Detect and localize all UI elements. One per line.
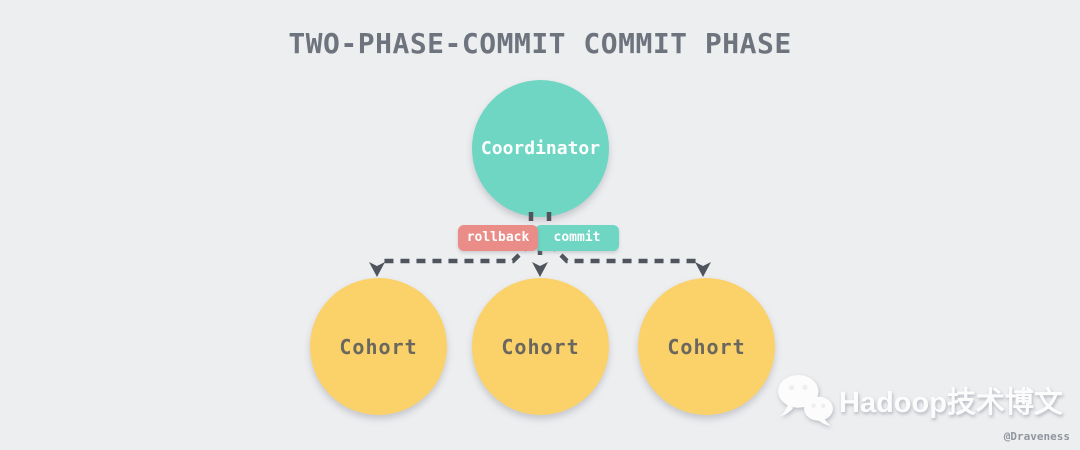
diagram-title: TWO-PHASE-COMMIT COMMIT PHASE [288,27,792,60]
watermark: Hadoop技术博文 [776,374,1063,426]
cohort-label: Cohort [667,334,746,359]
arrowhead-right-icon [695,262,711,277]
coordinator-label: Coordinator [480,138,601,159]
watermark-channel: Hadoop技术博文 [839,387,1063,419]
watermark-author: @Draveness [1003,430,1070,443]
message-badges: rollback commit [458,225,619,251]
cohort-node-1: Cohort [310,278,447,415]
wechat-icon [778,374,833,426]
arrowhead-center-icon [532,262,548,277]
arrowhead-left-icon [369,262,385,277]
cohort-node-3: Cohort [638,278,775,415]
cohort-label: Cohort [501,334,580,359]
cohort-label: Cohort [339,334,418,359]
coordinator-node: Coordinator [472,80,609,217]
commit-badge: commit [535,225,619,251]
rollback-badge: rollback [458,225,538,251]
cohort-node-2: Cohort [472,278,609,415]
